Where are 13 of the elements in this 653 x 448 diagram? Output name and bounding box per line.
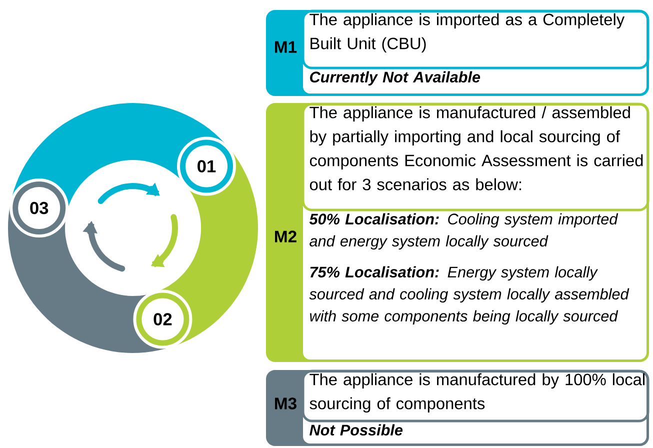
- description-text: The appliance is manufactured by 100% local sourcing of components: [310, 373, 644, 413]
- number-badge: 02: [133, 290, 192, 349]
- scenario-text: 75% Localisation: Energy system locally sourced and cooling system locally assembled with some components being locally sourced: [309, 266, 630, 325]
- scenario-text: Currently Not Available: [310, 71, 480, 86]
- scenario-text: 50% Localisation: Cooling system imported and energy system locally sourced: [309, 213, 618, 250]
- method-label: M2: [275, 230, 296, 242]
- description-text: The appliance is manufactured / assembled by partially importing and local sourcing of components Economic Assessment is carried out for 3 scenarios as below:: [310, 106, 643, 190]
- method-label: M1: [275, 41, 297, 53]
- description-text: The appliance is imported as a Completely Built Unit (CBU): [310, 13, 625, 53]
- method-label: M3: [275, 398, 296, 410]
- scenario-text: Not Possible: [310, 424, 403, 436]
- number-badge: 01: [177, 136, 236, 196]
- number-badge: 03: [10, 178, 69, 238]
